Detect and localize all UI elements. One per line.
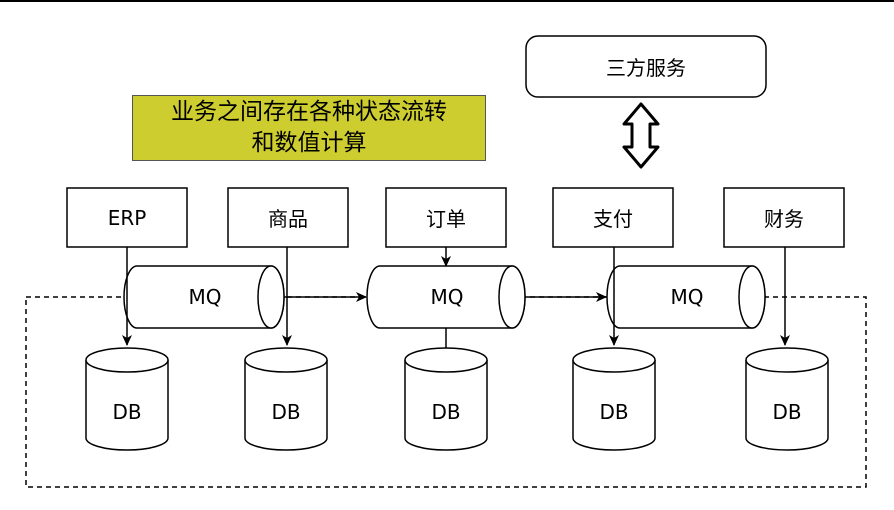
- db-5-cylinder: [745, 347, 829, 451]
- mq-2-cylinder: [366, 265, 526, 329]
- db-4-cylinder: [572, 347, 656, 451]
- third-party-box: [525, 35, 767, 98]
- bidirectional-arrow-icon: [622, 102, 660, 169]
- finance-box: [723, 187, 845, 248]
- note-line-2: 和数值计算: [251, 130, 367, 156]
- payment-box: [552, 187, 674, 248]
- mq-1-cylinder: [123, 265, 285, 329]
- business-note: 业务之间存在各种状态流转 和数值计算: [132, 95, 486, 161]
- note-line-1: 业务之间存在各种状态流转: [171, 99, 447, 125]
- db-1-cylinder: [85, 347, 169, 451]
- mq-3-cylinder: [606, 265, 766, 329]
- db-3-cylinder: [404, 347, 488, 451]
- erp-box: [66, 187, 188, 248]
- order-box: [385, 187, 507, 248]
- goods-box: [227, 187, 349, 248]
- data-layer-boundary: [25, 296, 867, 488]
- db-2-cylinder: [244, 347, 328, 451]
